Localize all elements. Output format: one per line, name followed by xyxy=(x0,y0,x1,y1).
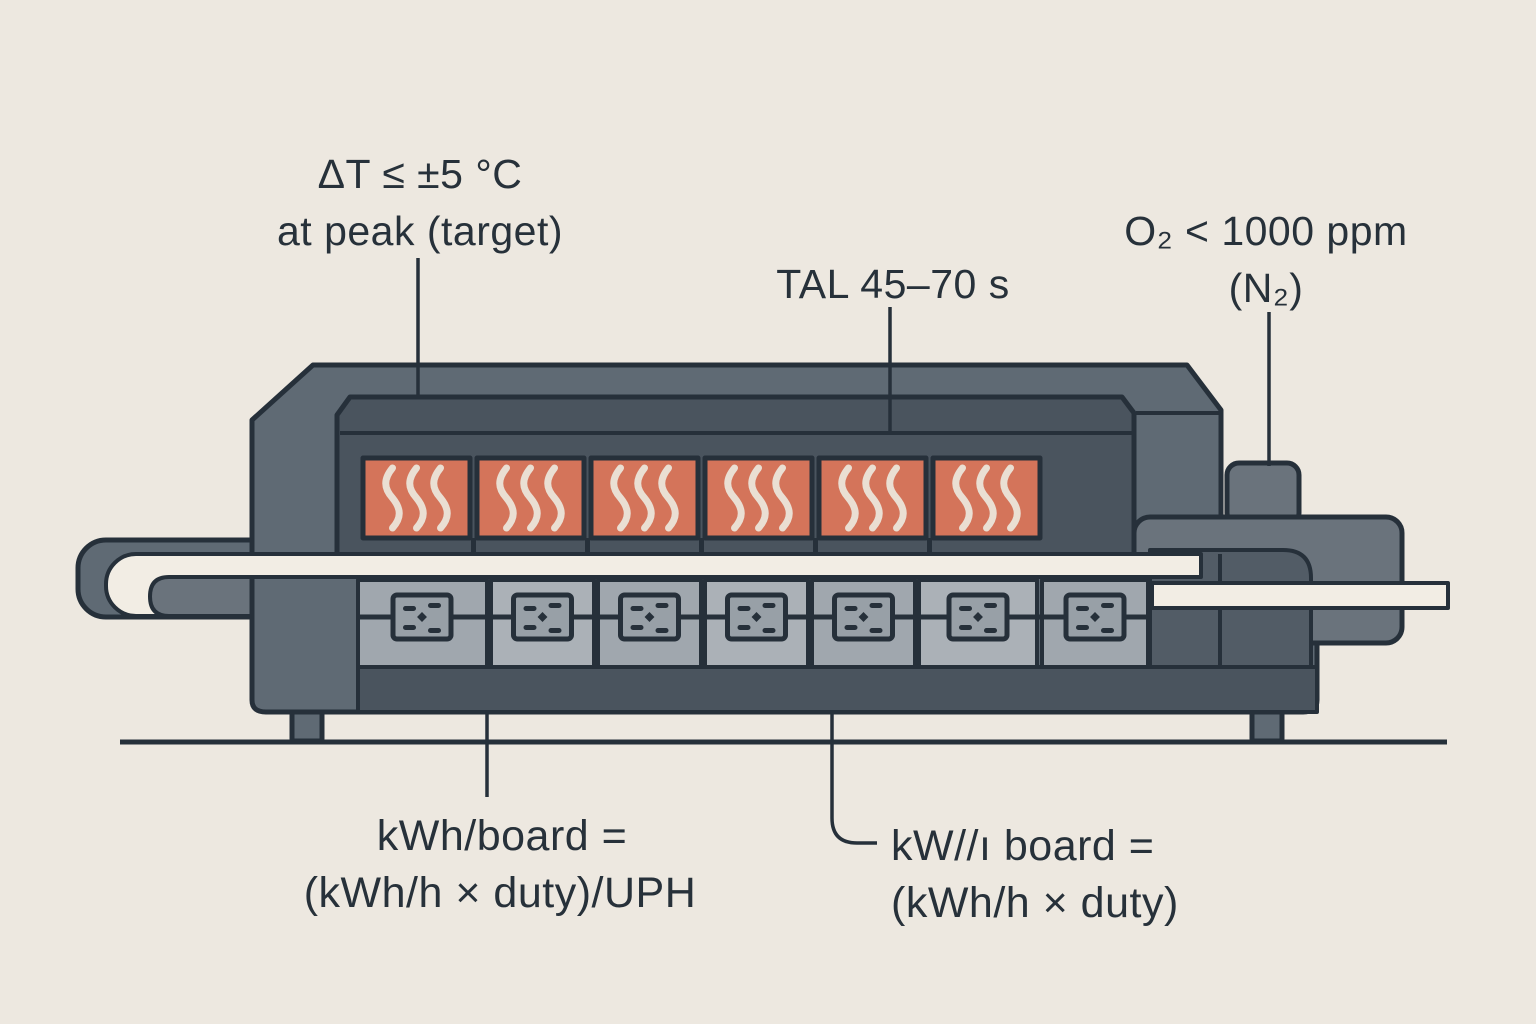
heater-zone xyxy=(360,455,473,541)
pcb-board-icon xyxy=(621,595,679,639)
oven-base-band xyxy=(356,665,1319,714)
heater-zone xyxy=(702,455,815,541)
pcb-board-icon xyxy=(1066,595,1124,639)
pcb-board-icon xyxy=(728,595,786,639)
pcb-board-icon xyxy=(514,595,572,639)
label-kwh-board-line2: (kWh/h × duty)/UPH xyxy=(304,869,697,917)
label-kwh-board-line1: kWh/board = xyxy=(377,812,627,860)
label-kw-board-line2: (kWh/h × duty) xyxy=(891,879,1179,927)
label-kw-board-line1: kW//ı board = xyxy=(891,822,1154,870)
label-tal: TAL 45–70 s xyxy=(776,261,1009,307)
leader-line-kw-board xyxy=(830,710,877,845)
pcb-board-icon xyxy=(949,595,1007,639)
label-delta-t-line1: ΔT ≤ ±5 °C xyxy=(318,151,523,197)
exit-conveyor xyxy=(1150,581,1450,610)
heater-zone xyxy=(588,455,701,541)
heater-zone xyxy=(816,455,929,541)
heater-zone xyxy=(474,455,587,541)
pcb-board-icon xyxy=(393,595,451,639)
label-delta-t-line2: at peak (target) xyxy=(277,208,563,254)
label-o2-line1: O₂ < 1000 ppm xyxy=(1124,208,1407,254)
pcb-board-icon xyxy=(835,595,893,639)
heater-zones xyxy=(360,455,1043,557)
conveyor-belt xyxy=(248,552,1203,579)
heater-zone xyxy=(930,455,1043,541)
label-o2-line2: (N₂) xyxy=(1229,265,1304,311)
board-panels xyxy=(356,578,1150,669)
